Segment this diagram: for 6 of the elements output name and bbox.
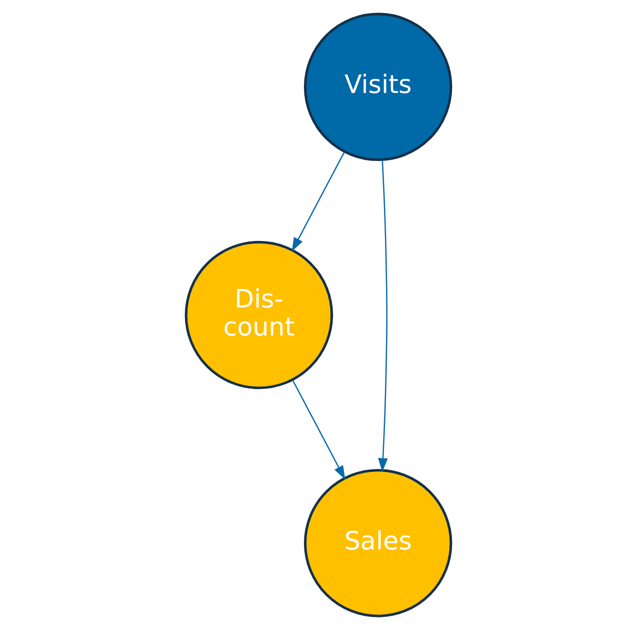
arrow [292,380,345,480]
arrow [291,152,344,252]
node-circle: Dis- count [184,240,333,390]
arrow [378,160,388,472]
node-circle: Visits [303,12,452,162]
node-circle: Sales [303,468,452,618]
